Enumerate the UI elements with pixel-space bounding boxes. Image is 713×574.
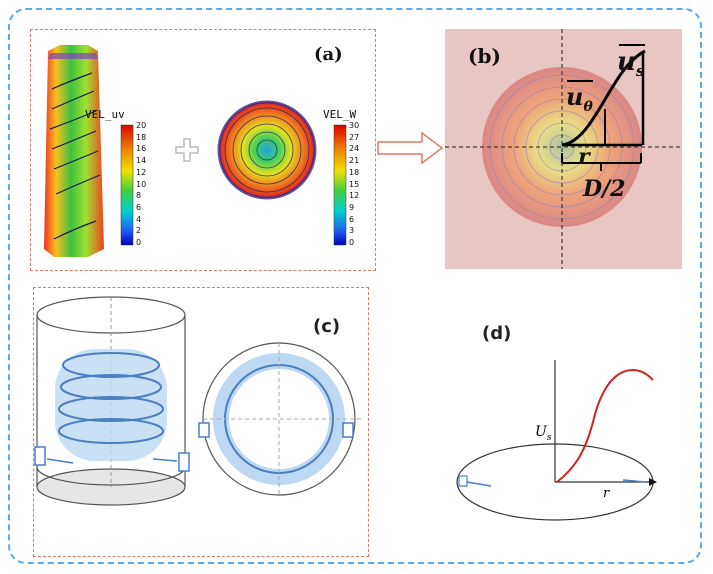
y-axis-symbol: U [535, 424, 547, 440]
colorbar-tick-label: 12 [349, 191, 360, 201]
panel-a-graphics [44, 45, 347, 257]
colorbar-tick-label: 3 [349, 226, 355, 236]
colorbar-tick-label: 30 [349, 121, 360, 130]
colorbar-tick-label: 9 [349, 202, 355, 212]
diameter-label: D/2 [583, 176, 626, 202]
panel-d-label: (d) [482, 323, 512, 344]
colorbar-tick-label: 2 [136, 226, 142, 236]
inlet-nozzle-left [34, 446, 46, 466]
y-axis-label: Us [535, 424, 551, 443]
utheta-symbol: u [566, 82, 584, 111]
colorbar-tick-label: 18 [136, 132, 147, 142]
colorbar-tick-label: 6 [136, 202, 142, 212]
r-vector-label: r [578, 144, 590, 170]
colorbar-tick-label: 0 [136, 238, 142, 247]
colorbar-uv [120, 124, 134, 246]
panel-a [30, 29, 376, 271]
utheta-subscript: θ [583, 98, 593, 115]
utheta-vector-label: uθ [566, 82, 593, 115]
colorbar-tick-label: 14 [136, 156, 147, 166]
us-symbol: u [617, 47, 636, 77]
panel-c-label: (c) [313, 316, 341, 337]
swirl-disk [482, 67, 642, 227]
colorbar-tick-label: 21 [349, 156, 360, 166]
legend-uv-title: VEL_uv [85, 108, 125, 121]
colorbar-tick-label: 10 [136, 179, 147, 189]
colorbar-tick-label: 12 [136, 167, 147, 177]
x-axis-label: r [603, 486, 610, 501]
right-arrow-icon [377, 131, 444, 165]
panel-c [33, 287, 369, 557]
legend-w-title: VEL_W [323, 108, 357, 121]
helical-swirl [58, 352, 164, 444]
plus-icon [175, 138, 199, 162]
colorbar-tick-label: 24 [349, 144, 360, 154]
colorbar-w [333, 124, 347, 246]
r-vector-arrow [576, 144, 594, 146]
figure-frame [8, 8, 702, 564]
colorbar-tick-label: 27 [349, 132, 360, 142]
colorbar-tick-label: 16 [136, 144, 147, 154]
us-subscript: s [635, 62, 645, 81]
colorbar-tick-label: 6 [349, 214, 355, 224]
panel-a-label: (a) [314, 44, 343, 65]
inlet-nozzle-right [178, 452, 190, 472]
us-vector-arrow [619, 44, 645, 46]
swirl-velocity-curve [556, 368, 654, 483]
colorbar-tick-label: 4 [136, 214, 142, 224]
cylinder-velocity-contour [44, 45, 104, 257]
utheta-vector-arrow [567, 80, 593, 82]
colorbar-tick-label: 20 [136, 121, 147, 130]
colorbar-tick-label: 15 [349, 179, 360, 189]
panel-b-graphics [445, 29, 682, 269]
panel-c-graphics [34, 296, 363, 506]
colorbar-tick-label: 8 [136, 191, 142, 201]
panel-b-label: (b) [468, 44, 501, 68]
us-vector-label: us [617, 47, 644, 80]
panel-d-graphics [456, 360, 657, 521]
colorbar-tick-label: 18 [349, 167, 360, 177]
colorbar-tick-label: 0 [349, 238, 355, 247]
y-axis-subscript: s [546, 432, 552, 443]
